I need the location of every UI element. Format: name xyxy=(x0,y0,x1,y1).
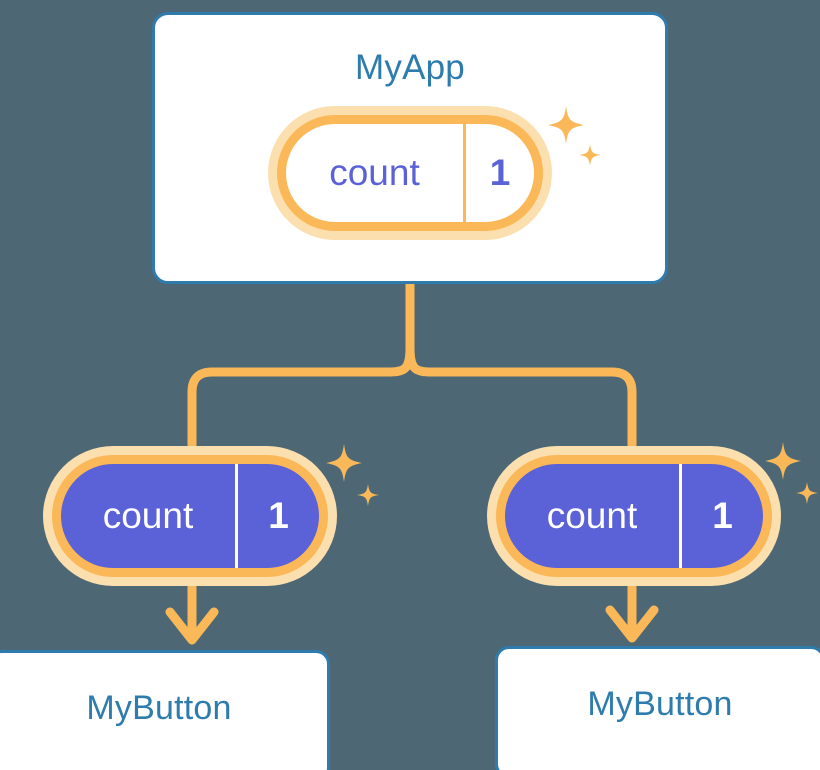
arrow-down-icon xyxy=(605,605,659,643)
state-pill-child-left[interactable]: count 1 xyxy=(43,446,337,586)
component-label: MyButton xyxy=(86,689,232,727)
state-key-label: count xyxy=(505,464,682,568)
sparkle-icon xyxy=(540,104,604,179)
state-pill-root[interactable]: count 1 xyxy=(268,106,552,240)
state-key-label: count xyxy=(61,464,238,568)
sparkle-icon xyxy=(318,442,382,519)
component-card-mybutton-right[interactable]: MyButton xyxy=(495,646,820,770)
page-title: MyApp xyxy=(355,48,465,87)
state-value-label: 1 xyxy=(268,495,289,536)
state-key-label: count xyxy=(286,124,466,222)
pill-body: count 1 xyxy=(52,455,328,577)
state-pill-child-right[interactable]: count 1 xyxy=(487,446,781,586)
component-label: MyButton xyxy=(587,685,733,723)
state-value-label: 1 xyxy=(489,152,511,193)
arrow-down-icon xyxy=(165,607,219,645)
pill-body: count 1 xyxy=(277,115,543,231)
sparkle-icon xyxy=(757,440,820,517)
state-value-label: 1 xyxy=(712,495,733,536)
pill-body: count 1 xyxy=(496,455,772,577)
connector-branch-right xyxy=(405,347,637,470)
component-card-mybutton-left[interactable]: MyButton xyxy=(0,650,330,770)
